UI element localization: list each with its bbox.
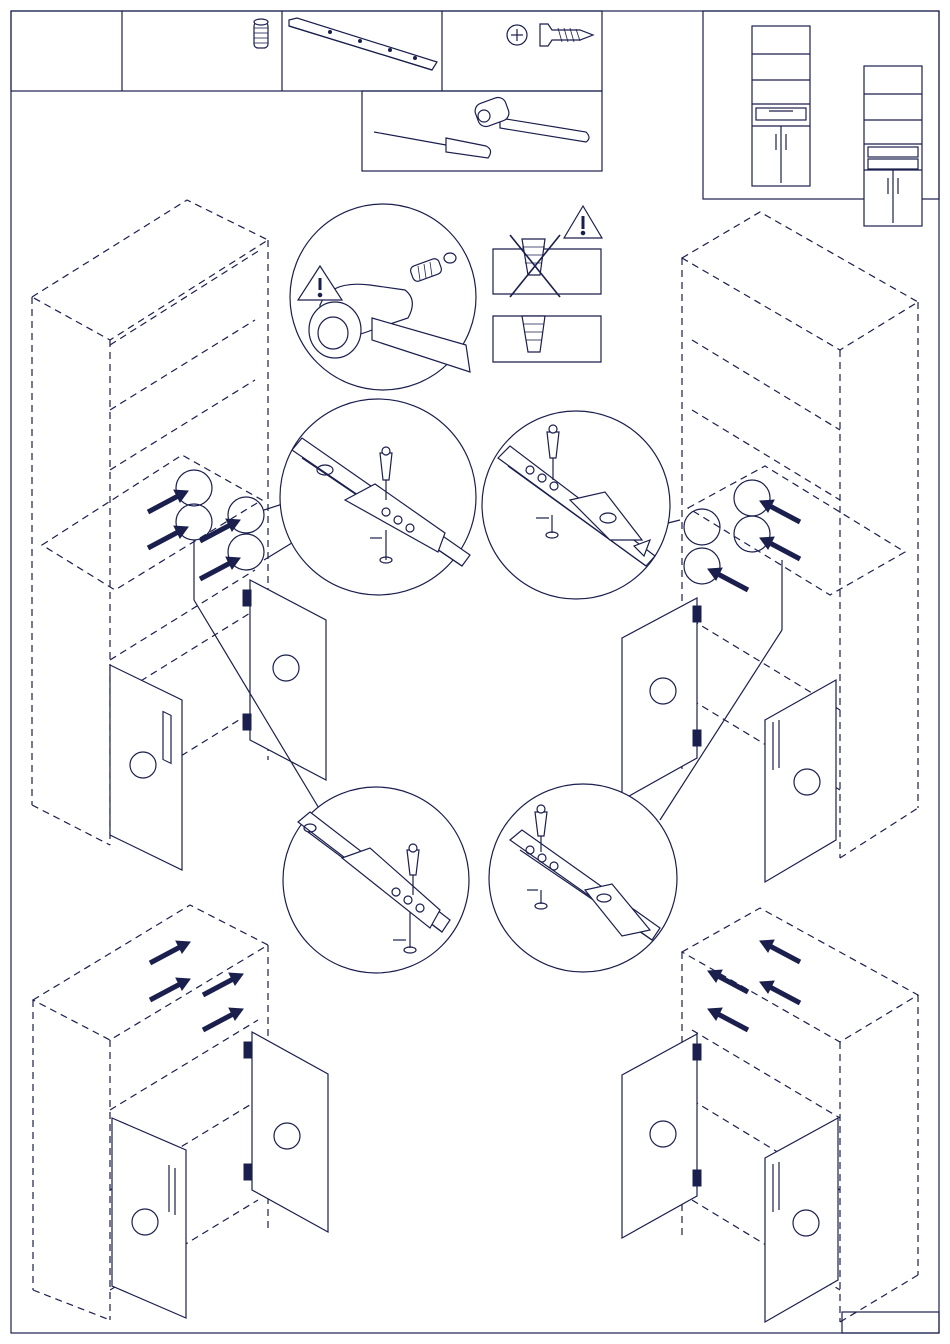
- dowel-icon: [254, 19, 268, 48]
- step-mount-drawer-rails-tall-left: [280, 399, 476, 595]
- phillips-screw-icon: [507, 24, 593, 46]
- step-mount-drawer-rails-low-right: [489, 784, 677, 972]
- step-insert-dowels-with-hammer: [290, 204, 476, 390]
- tall-bookcase-with-drawer: [752, 26, 810, 186]
- page-number-box: [842, 1312, 939, 1333]
- tall-bookcase-left: [32, 200, 326, 870]
- hammer-icon: [473, 95, 589, 142]
- step-mount-drawer-rails-tall-right: [482, 411, 670, 599]
- assembly-arrow: [708, 500, 800, 590]
- assembly-arrow: [150, 941, 243, 1030]
- low-cabinet-left: [33, 905, 328, 1320]
- parts-header: [11, 11, 602, 171]
- step-dowel-depth-check: [493, 206, 602, 362]
- low-cabinet-right: [622, 908, 918, 1322]
- product-variants-box: [703, 11, 939, 226]
- assembly-arrow: [708, 940, 800, 1030]
- tall-bookcase-with-two-drawers: [864, 66, 922, 226]
- tall-bookcase-right: [622, 212, 918, 882]
- screwdriver-icon: [374, 132, 491, 158]
- warning-icon: [564, 206, 602, 238]
- drawer-rail-icon: [289, 18, 437, 70]
- step-mount-drawer-rails-low-left: [283, 787, 469, 973]
